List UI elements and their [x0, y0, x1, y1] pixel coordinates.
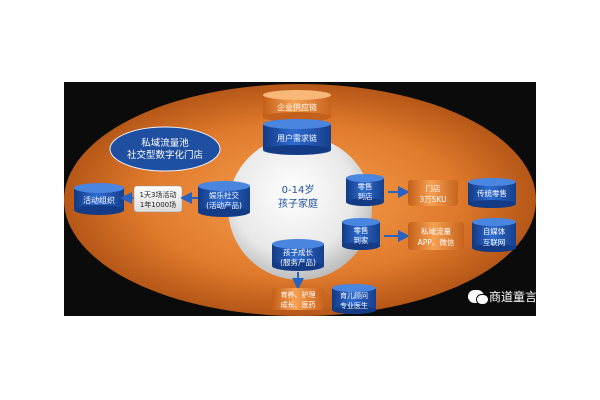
user-demand-chain-cylinder: 用户需求链: [263, 119, 331, 155]
activity-box-line1: 1天3场活动: [140, 190, 177, 199]
self-media-line2: 互联网: [483, 238, 506, 247]
growth-line2: (服务产品): [280, 257, 316, 267]
watermark-text: 商道童言: [489, 290, 538, 304]
consultant-cylinder: 育儿顾问 专业医生: [332, 284, 376, 314]
center-circle: [228, 136, 372, 280]
private-pool-line2: 社交型数字化门店: [127, 149, 203, 161]
store-box-line2: 3万SKU: [419, 195, 446, 204]
wechat-icon: [468, 290, 489, 305]
private-box: 私域流量 APP、微信: [408, 222, 464, 250]
growth-cylinder: 孩子成长 (服务产品): [272, 239, 324, 271]
store-box: 门店 3万SKU: [408, 180, 458, 206]
care-box-line1: 育养、护理: [281, 290, 316, 299]
store-box-line1: 门店: [426, 183, 441, 193]
social-cylinder: 娱乐社交 (活动产品): [198, 181, 250, 217]
activity-org-label: 活动组织: [83, 195, 115, 205]
self-media-cylinder: 自媒体 互联网: [472, 218, 516, 252]
private-box-line2: APP、微信: [418, 237, 455, 247]
consultant-line2: 专业医生: [340, 301, 368, 310]
traditional-retail-label: 传统零售: [477, 188, 507, 198]
retail-home-line1: 零售: [354, 225, 369, 235]
care-box-line2: 成长、医药: [281, 300, 316, 309]
private-pool-ellipse: [109, 126, 221, 172]
social-line2: (活动产品): [206, 200, 242, 210]
watermark: 商道童言: [468, 288, 537, 305]
self-media-line1: 自媒体: [483, 226, 506, 236]
user-demand-chain-label: 用户需求链: [277, 133, 317, 143]
center-line2: 孩子家庭: [278, 197, 318, 210]
care-box: 育养、护理 成长、医药: [272, 288, 324, 310]
retail-home-cylinder: 零售 到家: [342, 218, 380, 250]
activity-box: 1天3场活动 1年1000场: [133, 185, 183, 213]
activity-org-cylinder: 活动组织: [74, 183, 124, 215]
private-pool-line1: 私域流量池: [141, 137, 189, 149]
enterprise-supply-chain-cylinder: 企业供应链: [263, 90, 331, 122]
private-box-line1: 私域流量: [421, 226, 451, 236]
retail-home-line2: 到家: [354, 235, 369, 245]
retail-store-line1: 零售: [358, 181, 373, 191]
social-line1: 娱乐社交: [209, 190, 239, 200]
activity-box-line2: 1年1000场: [140, 200, 176, 209]
center-line1: 0-14岁: [282, 183, 315, 196]
consultant-line1: 育儿顾问: [340, 291, 368, 300]
retail-store-cylinder: 零售 到店: [346, 174, 384, 206]
enterprise-supply-chain-label: 企业供应链: [277, 102, 317, 112]
retail-store-line2: 到店: [358, 191, 373, 201]
traditional-retail-cylinder: 传统零售: [468, 178, 516, 208]
growth-line1: 孩子成长: [283, 247, 313, 257]
